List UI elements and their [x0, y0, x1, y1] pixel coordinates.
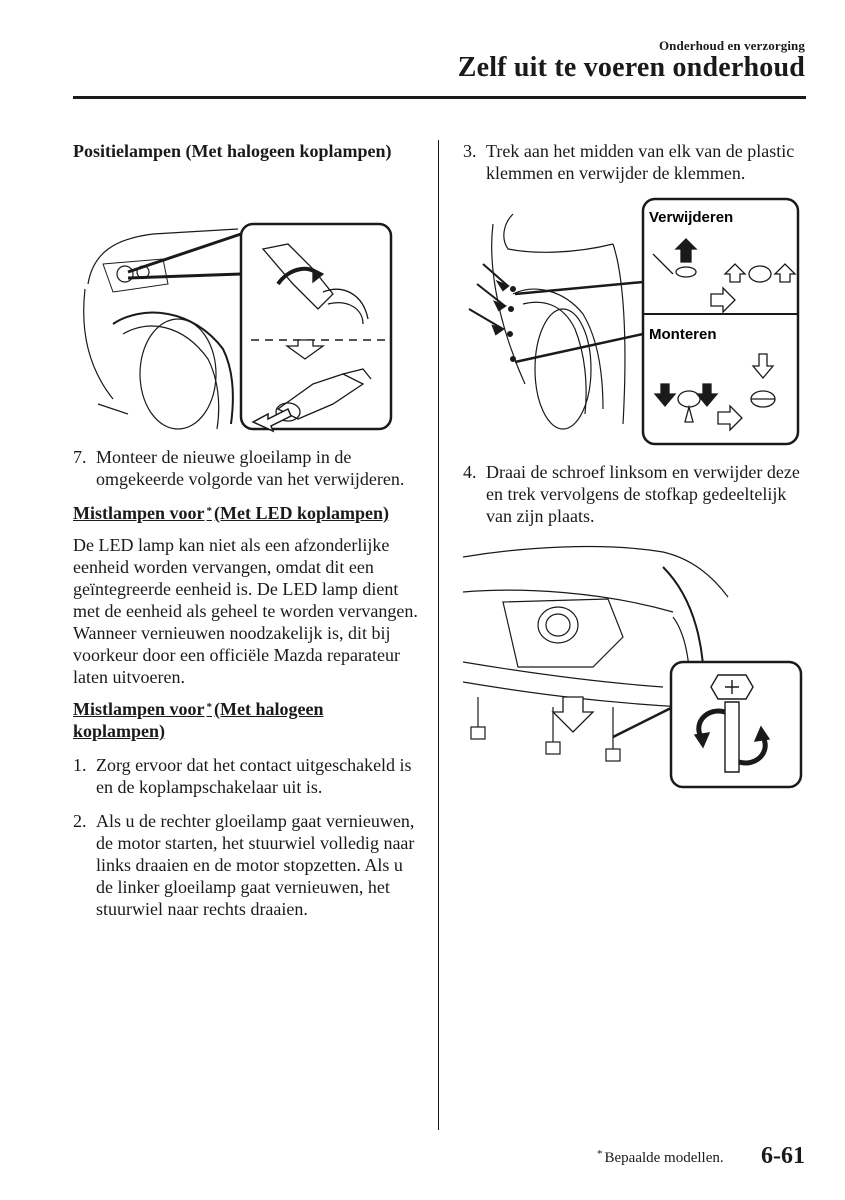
heading-fog-halogen-post: (Met halogeen koplampen) — [73, 699, 324, 741]
socket-lower — [275, 368, 372, 422]
step-3-text: Trek aan het midden van elk van de plast… — [486, 141, 795, 183]
step-4-number: 4. — [463, 462, 477, 482]
hood-line — [87, 228, 239, 285]
cover-down-arrow — [551, 696, 595, 733]
right-column: 3. Trek aan het midden van elk van de pl… — [463, 140, 808, 802]
heading-fog-led: Mistlampen voor*(Met LED koplampen) — [73, 502, 418, 524]
socket-upper — [261, 243, 369, 325]
step-7: 7. Monteer de nieuwe gloeilamp in de omg… — [73, 446, 418, 490]
detail-box — [239, 222, 393, 431]
page-title: Zelf uit te voeren onderhoud — [457, 52, 805, 83]
clip-dots — [507, 286, 516, 362]
step-4: 4. Draai de schroef linksom en verwijder… — [463, 461, 808, 527]
footnote-star: * — [597, 1148, 603, 1160]
step-1-number: 1. — [73, 755, 87, 775]
screws — [470, 697, 621, 762]
car-front-drawing — [83, 228, 239, 430]
down-arrow — [284, 339, 326, 360]
fender-drawing — [491, 213, 626, 430]
position-lamp-figure — [83, 222, 393, 433]
rotate-right-arrow — [738, 735, 768, 766]
label-remove: Verwijderen — [649, 209, 733, 226]
screw-removal-figure — [463, 545, 803, 789]
running-header-section: Onderhoud en verzorging — [658, 38, 805, 53]
step-2-text: Als u de rechter gloeilamp gaat vernieuw… — [96, 811, 415, 919]
step-3: 3. Trek aan het midden van elk van de pl… — [463, 140, 808, 184]
callout-line-3 — [612, 705, 674, 739]
step-2: 2. Als u de rechter gloeilamp gaat verni… — [73, 810, 418, 920]
led-paragraph: De LED lamp kan niet als een afzonderlij… — [73, 535, 418, 687]
bumper-line — [83, 288, 114, 400]
left-column: Positielampen (Met halogeen koplampen) — [73, 140, 418, 920]
callout-lines — [127, 232, 242, 280]
step-7-number: 7. — [73, 447, 87, 467]
header-rule — [73, 96, 806, 99]
pull-arrow — [251, 407, 292, 433]
step-3-number: 3. — [463, 141, 477, 161]
step-1-text: Zorg ervoor dat het contact uitgeschakel… — [96, 755, 412, 797]
heading-fog-led-pre: Mistlampen voor — [73, 503, 205, 523]
install-steps — [653, 353, 776, 432]
heading-fog-halogen-pre: Mistlampen voor — [73, 699, 205, 719]
heading-position-lamps: Positielampen (Met halogeen koplampen) — [73, 141, 392, 161]
footnote-star: * — [206, 505, 212, 517]
pointer-arrows — [468, 263, 510, 336]
column-divider — [438, 140, 439, 1130]
heading-fog-halogen: Mistlampen voor*(Met halogeen koplampen) — [73, 698, 418, 742]
footnote-star: * — [206, 701, 212, 713]
clip-removal-figure: Verwijderen Monteren — [468, 197, 800, 446]
page-number: 6-61 — [761, 1143, 805, 1169]
rotate-left-arrow — [696, 708, 726, 739]
step-4-text: Draai de schroef linksom en verwijder de… — [486, 462, 800, 526]
step-1: 1. Zorg ervoor dat het contact uitgescha… — [73, 754, 418, 798]
footnote-text: Bepaalde modellen. — [604, 1150, 724, 1166]
screw-detail — [693, 674, 771, 773]
label-install: Monteren — [649, 326, 717, 343]
remove-steps — [652, 238, 797, 314]
step-2-number: 2. — [73, 811, 87, 831]
heading-fog-led-post: (Met LED koplampen) — [213, 503, 389, 523]
callout-lines-2 — [514, 280, 644, 364]
step-7-text: Monteer de nieuwe gloeilamp in de omgeke… — [96, 447, 405, 489]
footnote: *Bepaalde modellen. — [595, 1148, 724, 1167]
clip-detail-box — [641, 197, 800, 446]
screw-detail-box — [669, 660, 803, 789]
